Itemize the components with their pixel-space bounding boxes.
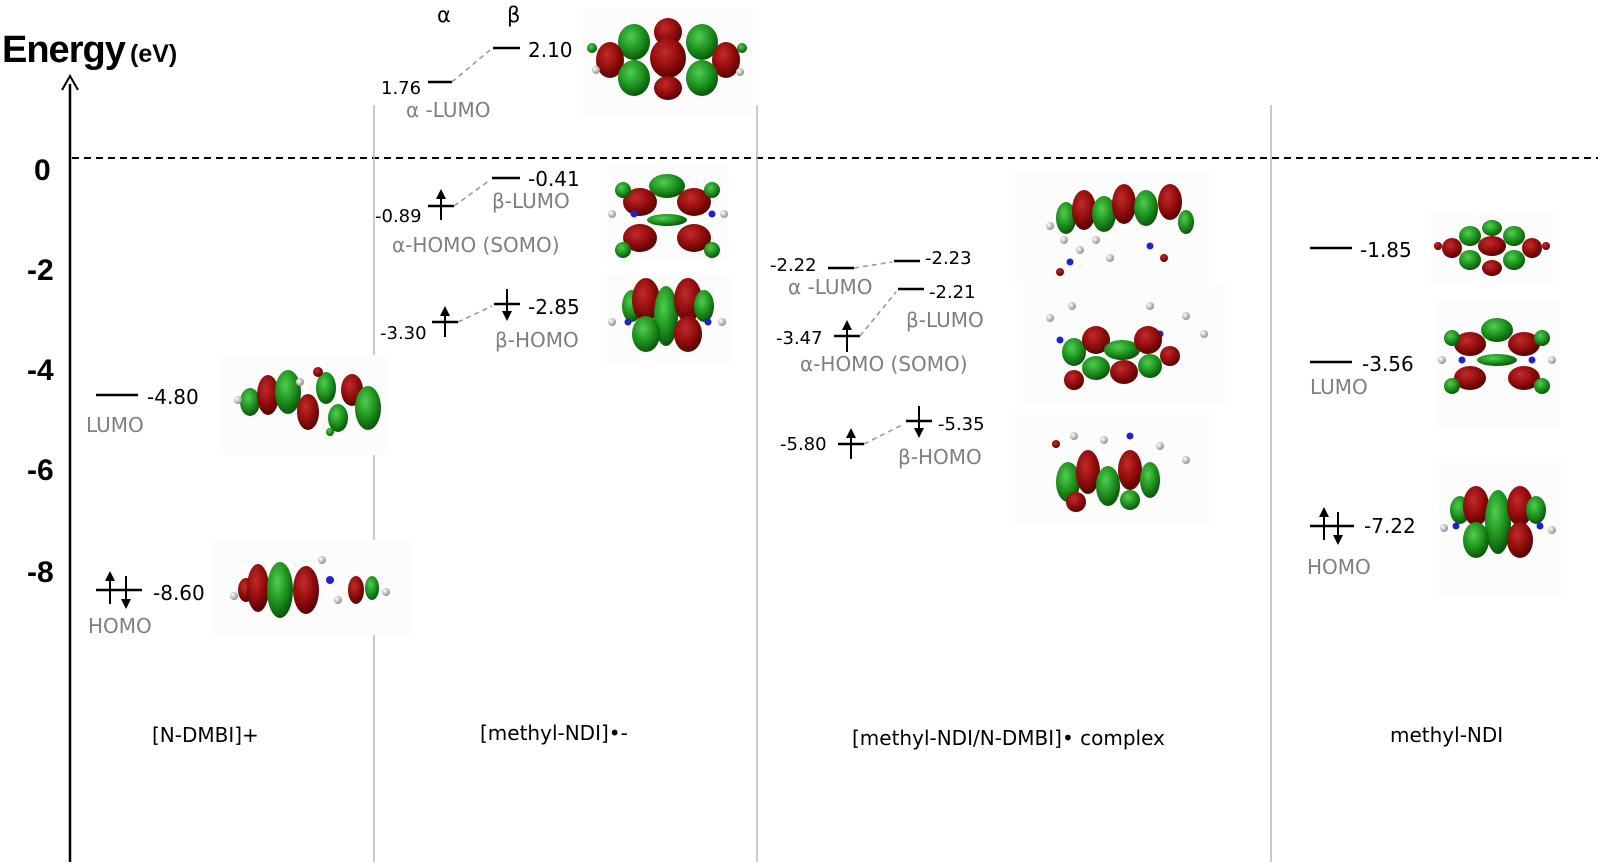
column-title: [N-DMBI]+	[152, 723, 259, 747]
alpha-header: α	[437, 3, 451, 27]
alpha-lumo-label: α -LUMO	[788, 275, 873, 299]
lumo-label: LUMO	[86, 413, 144, 437]
beta-lumo-label: β-LUMO	[492, 189, 570, 213]
lumo-orbital-image	[1010, 172, 1210, 284]
somo-energy: -3.47	[776, 328, 823, 349]
alpha-homo-energy: -5.80	[780, 434, 827, 455]
somo-label: α-HOMO (SOMO)	[392, 233, 560, 257]
spin-up-arrowhead	[1319, 507, 1329, 517]
somo-spin-up-arrowhead	[842, 320, 852, 330]
column-complex: -2.22 -2.23 α -LUMO -2.21 β-LUMO -3.47 α…	[770, 172, 1226, 750]
tick-label-0: 0	[34, 154, 51, 187]
alpha-beta-homo-connector	[863, 423, 905, 445]
column-methyl-ndi: -1.85 -3.56 LUMO -7.22 HOMO	[1307, 212, 1562, 747]
column-methyl-ndi-radical-anion: α β 1.76 2.10 α -LUMO -0.89 -0.41 β-LUMO…	[375, 3, 754, 745]
tick-label-minus2: -2	[27, 254, 54, 287]
spin-down-arrowhead	[121, 599, 131, 609]
somo-energy: -0.89	[375, 206, 422, 227]
alpha-homo-spin-up-arrowhead	[846, 428, 856, 438]
beta-header: β	[507, 3, 520, 27]
column-title: [methyl-NDI/N-DMBI]• complex	[852, 726, 1165, 750]
somo-spin-up-arrowhead	[436, 189, 446, 199]
homo-orbital-image	[1438, 458, 1562, 596]
somo-label: α-HOMO (SOMO)	[800, 352, 968, 376]
spin-down-arrowhead	[1333, 535, 1343, 545]
axis-title: Energy	[2, 29, 126, 71]
tick-label-minus4: -4	[27, 354, 54, 387]
alpha-beta-lumo-connector	[451, 49, 491, 83]
tick-label-minus8: -8	[27, 556, 54, 589]
somo-orbital-image	[1018, 285, 1226, 405]
lumo-label: LUMO	[1310, 375, 1368, 399]
axis-unit: (eV)	[130, 40, 177, 68]
alpha-homo-energy: -3.30	[380, 323, 427, 344]
beta-lumo-energy-upper: 2.10	[528, 38, 573, 62]
lumo-orbital-image	[1435, 300, 1559, 428]
column-n-dmbi-cation: -4.80 LUMO -8.60 HOMO	[86, 355, 413, 747]
beta-homo-label: β-HOMO	[898, 445, 982, 469]
somo-beta-lumo-connector	[859, 291, 897, 337]
beta-lumo-energy-upper: -2.23	[925, 248, 972, 269]
alpha-homo-spin-up-arrowhead	[440, 306, 450, 316]
beta-homo-orbital-image	[1010, 410, 1210, 525]
somo-beta-lumo-connector	[453, 179, 491, 207]
axis-arrowhead	[61, 73, 79, 91]
lumo-orbital-image	[582, 8, 754, 116]
somo-orbital-image	[606, 165, 728, 260]
beta-lumo-energy: -0.41	[528, 167, 580, 191]
lumo-plus-one-energy: -1.85	[1360, 238, 1412, 262]
tick-label-minus6: -6	[27, 454, 54, 487]
beta-homo-label: β-HOMO	[495, 328, 579, 352]
beta-homo-energy: -2.85	[528, 295, 580, 319]
alpha-lumo-energy: 1.76	[381, 78, 421, 99]
beta-lumo-energy: -2.21	[929, 282, 976, 303]
lumo-plus-one-orbital-image	[1430, 212, 1554, 284]
alpha-lumo-energy: -2.22	[770, 255, 817, 276]
homo-label: HOMO	[1307, 555, 1371, 579]
alpha-lumo-label: α -LUMO	[406, 98, 491, 122]
lumo-energy: -3.56	[1362, 352, 1414, 376]
homo-energy: -7.22	[1364, 514, 1416, 538]
lumo-energy: -4.80	[147, 385, 199, 409]
alpha-beta-homo-connector	[457, 305, 493, 323]
beta-homo-orbital-image	[602, 275, 732, 365]
column-title: [methyl-NDI]•-	[480, 721, 628, 745]
homo-energy: -8.60	[153, 581, 205, 605]
beta-homo-spin-down-arrowhead	[914, 428, 924, 438]
alpha-beta-lumo-connector	[853, 261, 893, 269]
beta-lumo-label: β-LUMO	[906, 308, 984, 332]
homo-label: HOMO	[88, 614, 152, 638]
beta-homo-spin-down-arrowhead	[502, 311, 512, 321]
lumo-orbital-image	[219, 355, 389, 455]
column-title: methyl-NDI	[1390, 723, 1503, 747]
homo-orbital-image	[213, 540, 413, 635]
spin-up-arrowhead	[105, 571, 115, 581]
beta-homo-energy: -5.35	[938, 414, 985, 435]
